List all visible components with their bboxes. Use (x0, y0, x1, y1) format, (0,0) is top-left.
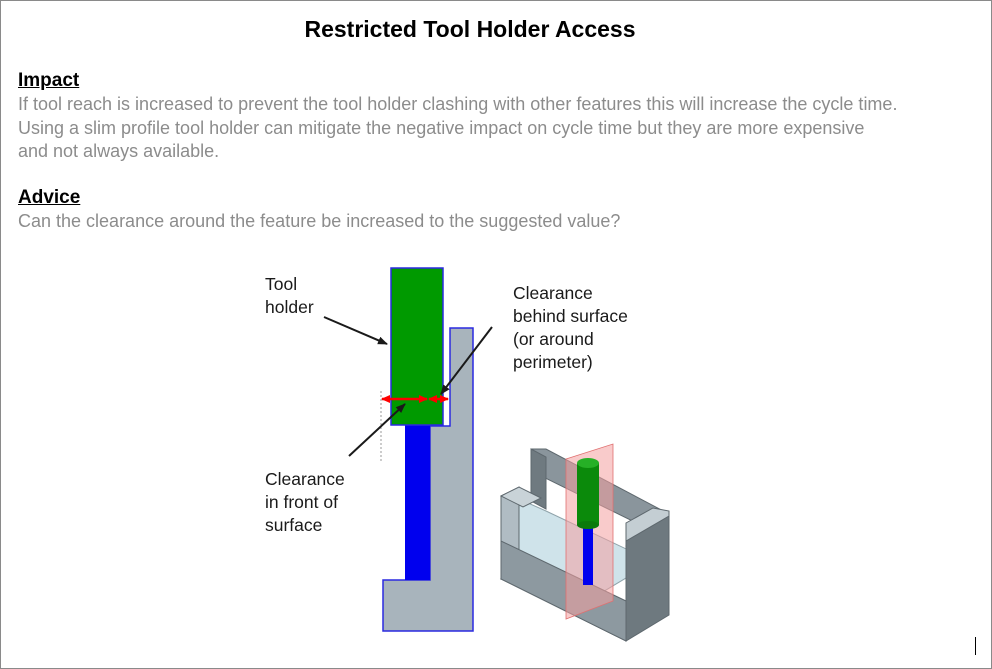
isometric-part-view (499, 443, 670, 642)
advice-heading: Advice (18, 187, 81, 208)
impact-paragraph: If tool reach is increased to prevent th… (18, 93, 978, 164)
part-cross-section (382, 327, 474, 632)
right-wall-top (625, 507, 670, 542)
iso-tool-shank (583, 523, 593, 585)
part-profile (382, 327, 474, 632)
advice-line: Can the clearance around the feature be … (18, 211, 621, 231)
iso-tool-holder (577, 463, 599, 525)
tool-shank (405, 423, 430, 580)
tool-holder (390, 267, 444, 426)
clearance-behind-leader (440, 326, 493, 395)
page-title: Restricted Tool Holder Access (304, 16, 636, 42)
left-wall-top (499, 486, 543, 508)
text-cursor (975, 637, 976, 655)
advice-paragraph: Can the clearance around the feature be … (18, 210, 978, 234)
impact-line: If tool reach is increased to prevent th… (18, 94, 898, 114)
clearance-front-leader (348, 403, 406, 457)
tool-holder-leader (323, 316, 388, 345)
impact-line: and not always available. (18, 141, 220, 161)
back-wall-side (530, 448, 547, 510)
tool-holder-label: Tool holder (265, 274, 314, 317)
clearance-behind-label: Clearance behind surface (or around peri… (513, 283, 633, 372)
iso-tool-holder-top (577, 458, 599, 468)
iso-tool-holder-bottom (577, 521, 599, 529)
impact-heading: Impact (18, 70, 80, 91)
clearance-front-label: Clearance in front of surface (265, 469, 350, 535)
impact-line: Using a slim profile tool holder can mit… (18, 117, 865, 138)
